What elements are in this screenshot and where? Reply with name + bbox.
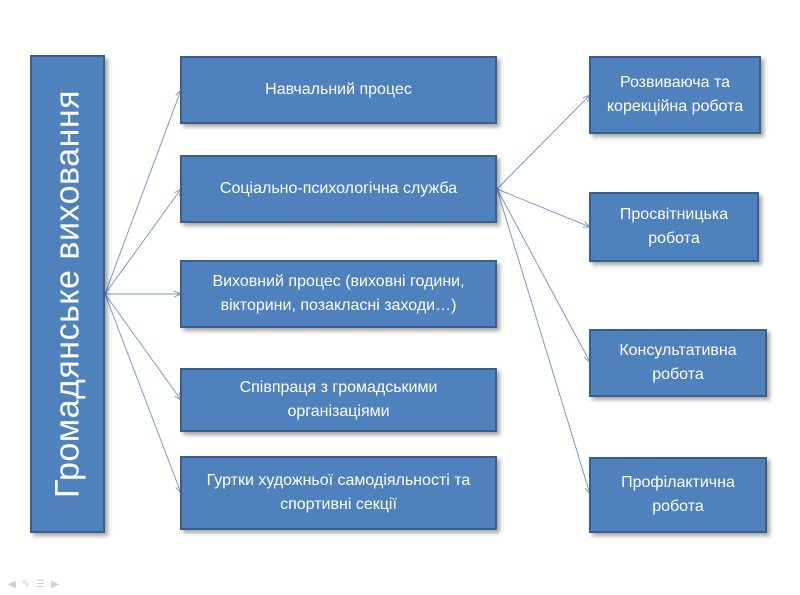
middle-node-4: Співпраця з громадськими організаціями — [180, 368, 497, 432]
arrow-left-icon[interactable]: ◀ — [8, 579, 16, 590]
root-node-label: Громадянське виховання — [48, 89, 86, 499]
right-node-1: Розвиваюча та корекційна робота — [589, 56, 761, 134]
menu-icon[interactable]: ☰ — [36, 579, 46, 590]
connector-middle-to-right-4 — [496, 188, 590, 494]
arrow-right-icon[interactable]: ▶ — [51, 579, 59, 590]
middle-node-5-label: Гуртки художньої самодіяльності та спорт… — [206, 472, 471, 513]
connector-root-to-middle-1 — [104, 90, 181, 295]
connector-middle-to-right-1 — [496, 95, 590, 190]
right-node-2-label: Просвітницька робота — [619, 206, 729, 247]
middle-node-2-label: Соціально-психологічна служба — [219, 180, 458, 197]
middle-node-1: Навчальний процес — [180, 56, 497, 124]
root-node-civic-education: Громадянське виховання — [30, 55, 105, 533]
slide-nav-controls: ◀ ✎ ☰ ▶ — [8, 580, 59, 590]
pen-icon[interactable]: ✎ — [21, 579, 31, 590]
right-node-4: Профілактична робота — [589, 457, 767, 533]
right-node-3: Консультативна робота — [589, 329, 767, 397]
connector-root-to-middle-4 — [104, 293, 181, 400]
right-node-2: Просвітницька робота — [589, 192, 759, 262]
right-node-3-label: Консультативна робота — [619, 342, 737, 383]
connector-root-to-middle-5 — [104, 293, 181, 493]
middle-node-3: Виховний процес (виховні години, віктори… — [180, 260, 497, 328]
connector-middle-to-right-3 — [496, 188, 590, 362]
connector-middle-to-right-2 — [496, 188, 590, 227]
middle-node-3-label: Виховний процес (виховні години, віктори… — [212, 273, 465, 314]
right-node-1-label: Розвиваюча та корекційна робота — [606, 74, 744, 115]
middle-node-5: Гуртки художньої самодіяльності та спорт… — [180, 456, 497, 530]
middle-node-4-label: Співпраця з громадськими організаціями — [239, 379, 438, 420]
connector-root-to-middle-2 — [104, 189, 181, 295]
middle-node-2: Соціально-психологічна служба — [180, 155, 497, 223]
right-node-4-label: Профілактична робота — [621, 474, 735, 515]
middle-node-1-label: Навчальний процес — [265, 81, 412, 98]
